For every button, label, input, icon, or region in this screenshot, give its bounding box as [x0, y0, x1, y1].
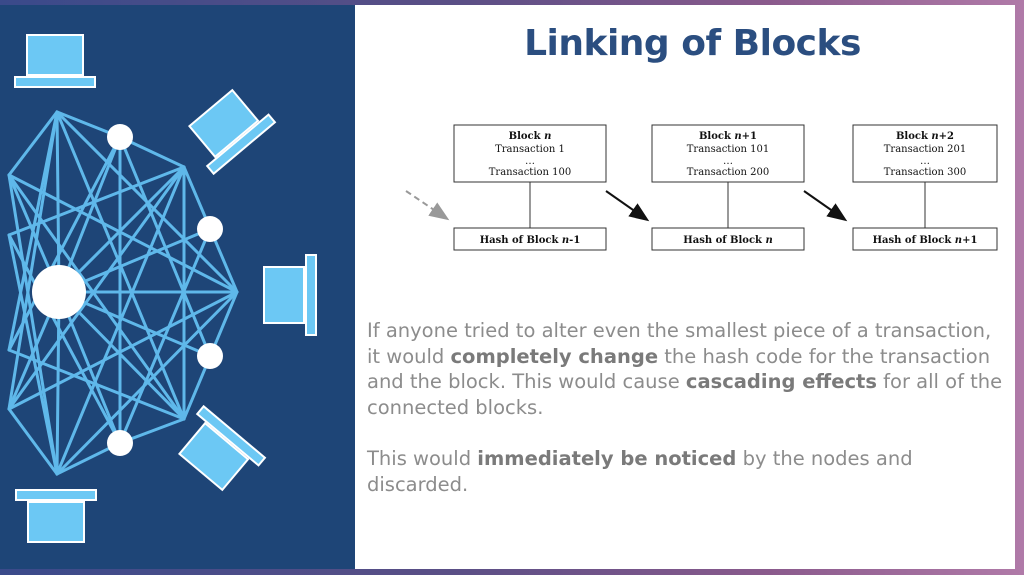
hash-label: Hash of Block n — [683, 235, 772, 246]
block-transaction-last: Transaction 100 — [489, 167, 572, 178]
node-icon — [197, 216, 223, 242]
block-transaction-first: Transaction 201 — [884, 144, 967, 155]
network-illustration-panel — [0, 5, 355, 569]
page-title: Linking of Blocks — [524, 23, 861, 64]
node-icon — [107, 124, 133, 150]
block-box: Block n+2 Transaction 201 … Transaction … — [852, 124, 998, 183]
link-arrow — [803, 190, 848, 222]
hash-box: Hash of Block n-1 — [453, 227, 607, 251]
body-paragraph-detection: This would immediately be noticed by the… — [367, 447, 913, 496]
laptop-icon — [178, 404, 267, 492]
block-transaction-first: Transaction 1 — [495, 144, 565, 155]
laptop-icon — [14, 34, 96, 88]
laptop-icon — [15, 489, 97, 543]
hash-box: Hash of Block n+1 — [852, 227, 998, 251]
block-chain-diagram: Block n Transaction 1 … Transaction 100 … — [405, 124, 998, 251]
block-ellipsis: … — [920, 156, 930, 167]
link-arrow — [605, 190, 650, 222]
block-label: Block n — [509, 131, 552, 142]
block-transaction-last: Transaction 200 — [687, 167, 770, 178]
block-ellipsis: … — [525, 156, 535, 167]
laptop-icon — [263, 254, 317, 336]
slide: Linking of Blocks Block n Transaction 1 … — [0, 5, 1015, 569]
block-transaction-first: Transaction 101 — [687, 144, 770, 155]
block-ellipsis: … — [723, 156, 733, 167]
network-illustration — [7, 34, 317, 543]
body-paragraph-alteration: If anyone tried to alter even the smalle… — [367, 319, 1003, 419]
block-label: Block n+2 — [896, 131, 954, 142]
block-transaction-last: Transaction 300 — [884, 167, 967, 178]
block-label: Block n+1 — [699, 131, 757, 142]
hash-label: Hash of Block n+1 — [873, 235, 978, 246]
hub-node-icon — [32, 265, 86, 319]
hash-box: Hash of Block n — [651, 227, 805, 251]
node-icon — [107, 430, 133, 456]
node-icon — [197, 343, 223, 369]
hash-label: Hash of Block n-1 — [480, 235, 581, 246]
laptop-icon — [188, 88, 277, 176]
block-box: Block n Transaction 1 … Transaction 100 — [453, 124, 607, 183]
incoming-link-arrow — [405, 190, 450, 221]
block-box: Block n+1 Transaction 101 … Transaction … — [651, 124, 805, 183]
